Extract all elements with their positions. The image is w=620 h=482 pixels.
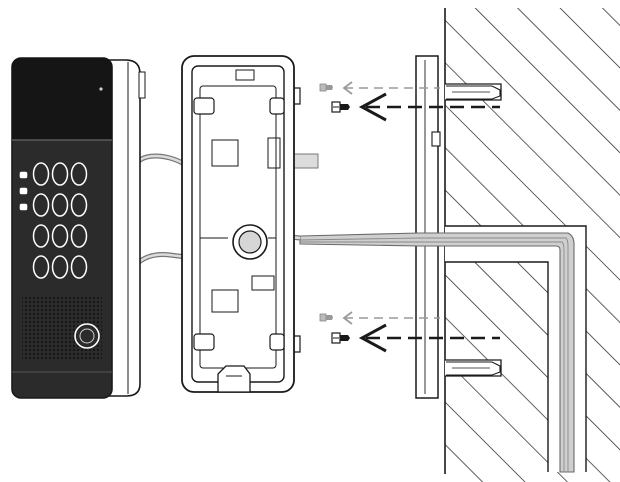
upper-screw	[331, 101, 350, 113]
boss-bottom-left	[193, 333, 215, 351]
status-leds	[19, 171, 28, 211]
keypad-key	[70, 224, 88, 248]
lower-light-arrowhead	[342, 311, 353, 325]
upper-arrowhead	[358, 92, 387, 122]
led-indicator	[19, 203, 28, 211]
led-indicator	[19, 171, 28, 179]
lower-fasteners	[319, 311, 500, 353]
panel-side	[103, 59, 141, 397]
lower-wall-plug	[446, 361, 501, 376]
camera-dot	[99, 87, 103, 91]
keypad-key	[32, 255, 50, 279]
boss-bottom-right	[269, 333, 285, 351]
keypad-key	[32, 224, 50, 248]
upper-fasteners	[319, 81, 500, 122]
panel-top-section	[12, 58, 112, 140]
upper-small-screw	[319, 83, 333, 92]
back-box	[181, 55, 301, 393]
led-indicator	[19, 187, 28, 195]
boss-top-right	[269, 97, 285, 115]
lower-small-screw	[319, 313, 333, 322]
keypad-key	[32, 162, 50, 186]
cable-bundle	[299, 232, 575, 473]
wall-plugs	[446, 85, 501, 376]
top-tab	[235, 69, 255, 81]
keypad-key	[51, 224, 69, 248]
keypad	[32, 162, 88, 279]
cable-channel	[445, 226, 586, 472]
keypad-key	[32, 193, 50, 217]
lower-arrowhead	[358, 323, 387, 353]
upper-wall-plug	[446, 85, 501, 100]
mounting-plate	[415, 55, 441, 399]
keypad-key	[70, 193, 88, 217]
keypad-key	[70, 162, 88, 186]
keypad-key	[51, 162, 69, 186]
keypad-key	[51, 255, 69, 279]
intercom-panel	[11, 57, 146, 399]
upper-light-arrowhead	[342, 81, 353, 95]
lower-screw	[331, 332, 350, 344]
cable-stub	[291, 153, 319, 169]
keypad-key	[51, 193, 69, 217]
plate-clip	[431, 131, 441, 147]
boss-top-left	[193, 97, 215, 115]
bottom-latch	[217, 365, 251, 393]
keypad-key	[70, 255, 88, 279]
call-button	[74, 323, 100, 349]
